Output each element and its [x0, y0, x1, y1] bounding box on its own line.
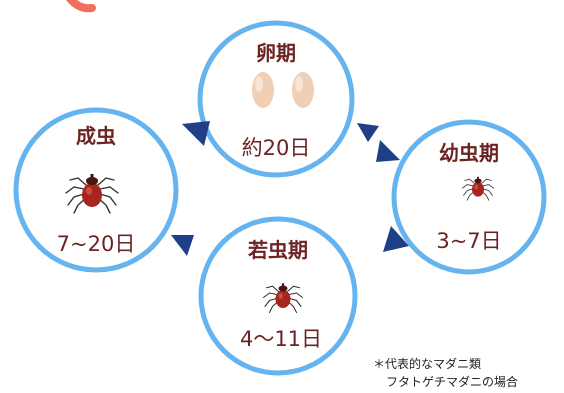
- adult-stage-duration: 7~20日: [57, 232, 136, 256]
- nymph-stage-title: 若虫期: [247, 238, 308, 262]
- decorative-accent-stroke: [66, 0, 96, 13]
- species-note-line-1: ＊代表的なマダニ類: [373, 356, 481, 371]
- egg-stage-circle: [197, 20, 355, 178]
- egg-stage-duration: 約20日: [242, 136, 311, 160]
- egg-pair-icon: [252, 72, 314, 108]
- nymph-stage-duration: 4〜11日: [240, 327, 322, 351]
- arrow-adult-to-egg: [182, 121, 210, 146]
- adult-stage-title: 成虫: [76, 124, 116, 148]
- arrow-larva-to-nymph: [383, 226, 409, 252]
- egg-stage-title: 卵期: [256, 41, 296, 65]
- larva-stage-title: 幼虫期: [439, 141, 499, 165]
- arrow-egg-to-larva-tip: [376, 140, 400, 162]
- arrow-nymph-to-adult: [171, 235, 194, 256]
- larva-stage-duration: 3~7日: [436, 229, 501, 253]
- arrow-egg-to-larva: [357, 123, 379, 142]
- species-note-line-2: フタトゲチマダニの場合: [386, 374, 518, 389]
